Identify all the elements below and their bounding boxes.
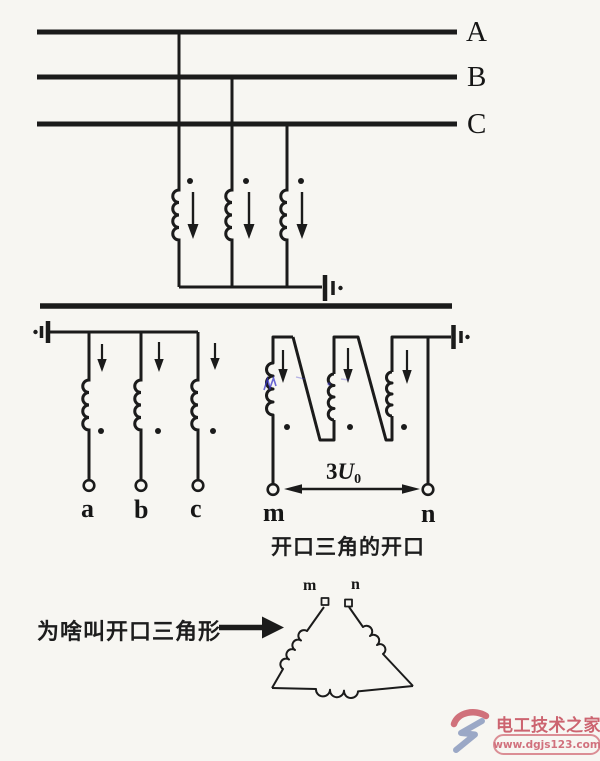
star-winding-b <box>133 332 143 481</box>
primary-winding-c <box>279 124 289 287</box>
down-arrow-icon <box>343 348 353 383</box>
terminal-label-m: m <box>263 498 285 527</box>
bus-label-b: B <box>467 61 487 93</box>
terminal-label-c: c <box>190 494 202 523</box>
triangle-terminal-square-n <box>344 598 353 608</box>
site-logo-icon <box>450 709 490 753</box>
terminal-circle-m <box>266 482 280 497</box>
primary-flow-arrows <box>187 192 308 239</box>
star-flow-arrows <box>97 342 220 372</box>
down-arrow-icon <box>296 192 308 239</box>
triangle-sketch <box>271 597 414 699</box>
star-polarity-dots <box>98 428 216 434</box>
star-secondary <box>50 330 200 481</box>
primary-winding-b <box>224 77 234 287</box>
star-winding-a <box>81 332 91 481</box>
terminal-circle-c <box>191 478 205 493</box>
watermark-site-name: 电工技术之家 <box>496 716 600 736</box>
terminal-circle-n <box>421 482 435 497</box>
bus-label-a: A <box>466 16 487 48</box>
triangle-bottom-winding <box>271 685 414 699</box>
open-delta-secondary <box>265 335 451 484</box>
triangle-label-m: m <box>303 577 317 594</box>
delta-flow-arrows <box>278 348 412 384</box>
triangle-terminal-square-m <box>320 597 330 606</box>
polarity-dot-icon <box>98 428 104 434</box>
caption-open-delta-gap: 开口三角的开口 <box>271 535 425 559</box>
polarity-dot-icon <box>347 424 353 430</box>
terminal-label-b: b <box>134 495 149 524</box>
voltage-label-3u0: 3U0 <box>326 459 361 488</box>
primary-polarity-dots <box>187 178 304 184</box>
polarity-dot-icon <box>284 424 290 430</box>
down-arrow-icon <box>402 350 412 384</box>
polarity-dot-icon <box>155 428 161 434</box>
down-arrow-icon <box>97 344 107 372</box>
star-winding-c <box>190 332 200 481</box>
open-delta-zigzag <box>265 335 451 484</box>
voltage-span-arrow-icon <box>284 484 420 494</box>
star-ground-icon <box>33 321 51 343</box>
terminal-circle-b <box>134 478 148 493</box>
triangle-right-winding <box>348 606 414 687</box>
voltage-coefficient: 3 <box>326 459 338 484</box>
down-arrow-icon <box>243 192 255 239</box>
polarity-dot-icon <box>298 178 304 184</box>
polarity-dot-icon <box>210 428 216 434</box>
watermark-site-url: www.dgjs123.com <box>493 734 600 755</box>
triangle-left-winding <box>271 606 325 689</box>
down-arrow-icon <box>154 342 164 372</box>
blue-watermark-residue <box>263 375 350 391</box>
bus-bars <box>37 29 457 127</box>
voltage-symbol: U <box>337 459 355 484</box>
primary-windings <box>171 32 322 289</box>
voltage-subscript: 0 <box>354 472 362 487</box>
polarity-dot-icon <box>187 178 193 184</box>
down-arrow-icon <box>187 192 199 239</box>
terminal-circle-a <box>82 478 96 493</box>
site-watermark: 电工技术之家 www.dgjs123.com <box>447 707 600 760</box>
polarity-dot-icon <box>243 178 249 184</box>
terminal-label-a: a <box>81 494 94 523</box>
why-arrow-icon <box>219 616 284 639</box>
polarity-dot-icon <box>401 424 407 430</box>
down-arrow-icon <box>210 343 220 370</box>
delta-polarity-dots <box>284 424 407 430</box>
caption-why-open-triangle: 为啥叫开口三角形 <box>37 620 222 645</box>
watermark-url-text: www.dgjs123.com <box>493 738 600 751</box>
down-arrow-icon <box>278 350 288 383</box>
triangle-label-n: n <box>351 576 360 593</box>
primary-ground-icon <box>322 275 343 301</box>
terminal-label-n: n <box>421 499 436 528</box>
delta-ground-icon <box>451 325 470 349</box>
star-terminal-circles <box>82 478 205 493</box>
bus-label-c: C <box>467 108 487 140</box>
primary-winding-a <box>171 32 181 287</box>
delta-terminal-circles <box>266 482 435 497</box>
